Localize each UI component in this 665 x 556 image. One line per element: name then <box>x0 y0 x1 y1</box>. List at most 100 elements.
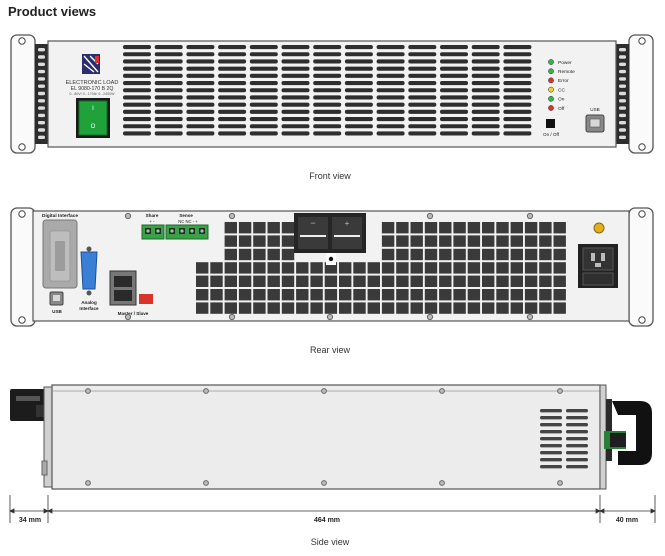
rear-vent-cell <box>238 289 252 301</box>
handle-slot <box>619 128 626 132</box>
master-slave-dip-switch[interactable] <box>139 294 153 304</box>
vent-slot <box>123 52 151 57</box>
handle-slot <box>38 99 45 103</box>
rear-vent-cell <box>453 289 466 301</box>
analog-interface-label-1: Analog <box>81 300 97 305</box>
side-vent-slot <box>566 423 588 427</box>
vent-slot <box>218 102 247 107</box>
vent-slot <box>249 102 278 107</box>
vent-slot <box>249 52 278 57</box>
vent-slot <box>408 124 437 129</box>
vent-slot <box>471 109 500 114</box>
vent-slot <box>344 131 373 136</box>
ground-screw <box>593 222 605 234</box>
vent-slot <box>123 95 151 100</box>
digital-interface-slot[interactable] <box>42 219 78 289</box>
rear-vent-cell <box>381 302 395 314</box>
side-power-cord <box>612 401 652 465</box>
vent-slot <box>376 117 405 122</box>
handle-slot <box>38 121 45 125</box>
vent-slot <box>123 66 151 71</box>
rear-ear-hole-tr <box>638 210 646 218</box>
rear-vent-cell <box>281 289 295 301</box>
power-switch[interactable]: I O <box>76 98 110 138</box>
rear-vent-cell <box>224 262 237 274</box>
vent-slot <box>313 88 342 93</box>
vent-slot <box>123 124 151 129</box>
rear-vent-cell <box>281 235 295 247</box>
master-slave-label: Master / Slave <box>118 311 149 316</box>
handle-slot <box>38 128 45 132</box>
ac-power-inlet[interactable] <box>578 244 618 288</box>
rear-vent-cell <box>253 235 266 247</box>
rear-vent-cell <box>396 275 409 287</box>
vent-slot <box>503 95 532 100</box>
vent-slot <box>154 131 183 136</box>
vent-slot <box>440 81 468 86</box>
rear-vent-cell <box>439 262 452 274</box>
status-led-label: CC <box>558 87 565 93</box>
rear-vent-cell <box>281 222 295 234</box>
power-switch-off-mark: O <box>91 124 96 130</box>
master-slave-ports[interactable] <box>109 270 137 306</box>
vent-slot <box>376 45 405 50</box>
vent-slot <box>471 95 500 100</box>
vent-slot <box>186 88 215 93</box>
rear-vent-cell <box>210 289 223 301</box>
vent-slot <box>471 131 500 136</box>
rear-vent-cell <box>424 289 438 301</box>
rear-vent-cell <box>324 302 338 314</box>
rear-vent-cell <box>396 262 409 274</box>
dimension-right: 40 mm <box>616 517 638 524</box>
rear-vent-cell <box>310 275 323 287</box>
handle-slot <box>619 91 626 96</box>
vent-slot <box>249 66 278 71</box>
vent-slot <box>249 45 278 50</box>
rear-vent-cell <box>439 289 452 301</box>
rear-vent-cell <box>224 235 237 247</box>
rear-vent-cell <box>553 275 566 287</box>
vent-slot <box>123 45 151 50</box>
rear-vent-cell <box>224 275 237 287</box>
status-led <box>548 86 554 93</box>
rear-vent-cell <box>467 275 481 287</box>
vent-slot <box>218 88 247 93</box>
vent-slot <box>408 109 437 114</box>
rear-vent-cell <box>424 262 438 274</box>
vent-slot <box>313 73 342 78</box>
rear-vent-cell <box>253 248 266 261</box>
rear-vent-cell <box>224 248 237 261</box>
rear-vent-cell <box>296 275 309 287</box>
vent-slot <box>344 117 373 122</box>
analog-interface-port[interactable] <box>80 251 98 290</box>
rear-vent-cell <box>281 302 295 314</box>
rear-vent-cell <box>310 289 323 301</box>
rear-vent-cell <box>496 235 509 247</box>
side-view: 34 mm 464 mm 40 mm <box>9 384 656 524</box>
status-led-label: Off <box>558 106 565 112</box>
handle-slot <box>619 48 626 52</box>
vent-slot <box>313 59 342 64</box>
page-title: Product views <box>8 4 97 19</box>
rear-vent-cell <box>224 289 237 301</box>
rear-vent-cell <box>424 275 438 287</box>
handle-slot <box>38 84 45 88</box>
vent-slot <box>218 52 247 57</box>
onoff-label: On / Off <box>543 132 560 137</box>
rear-screw <box>124 212 132 220</box>
vent-slot <box>186 59 215 64</box>
dc-output-terminal[interactable]: − + <box>294 213 366 265</box>
status-led-label: Power <box>558 60 572 66</box>
rear-vent-cell <box>539 248 552 261</box>
vent-slot <box>440 73 468 78</box>
rear-vent-cell <box>453 248 466 261</box>
sense-terminal[interactable] <box>165 224 209 240</box>
rear-vent-cell <box>410 235 423 247</box>
rear-vent-cell <box>281 248 295 261</box>
vent-slot <box>218 131 247 136</box>
vent-slot <box>408 95 437 100</box>
front-model-line-1: ELECTRONIC LOAD <box>66 80 119 86</box>
vent-slot <box>440 95 468 100</box>
onoff-button[interactable] <box>546 119 555 128</box>
rear-vent-cell <box>281 262 295 274</box>
